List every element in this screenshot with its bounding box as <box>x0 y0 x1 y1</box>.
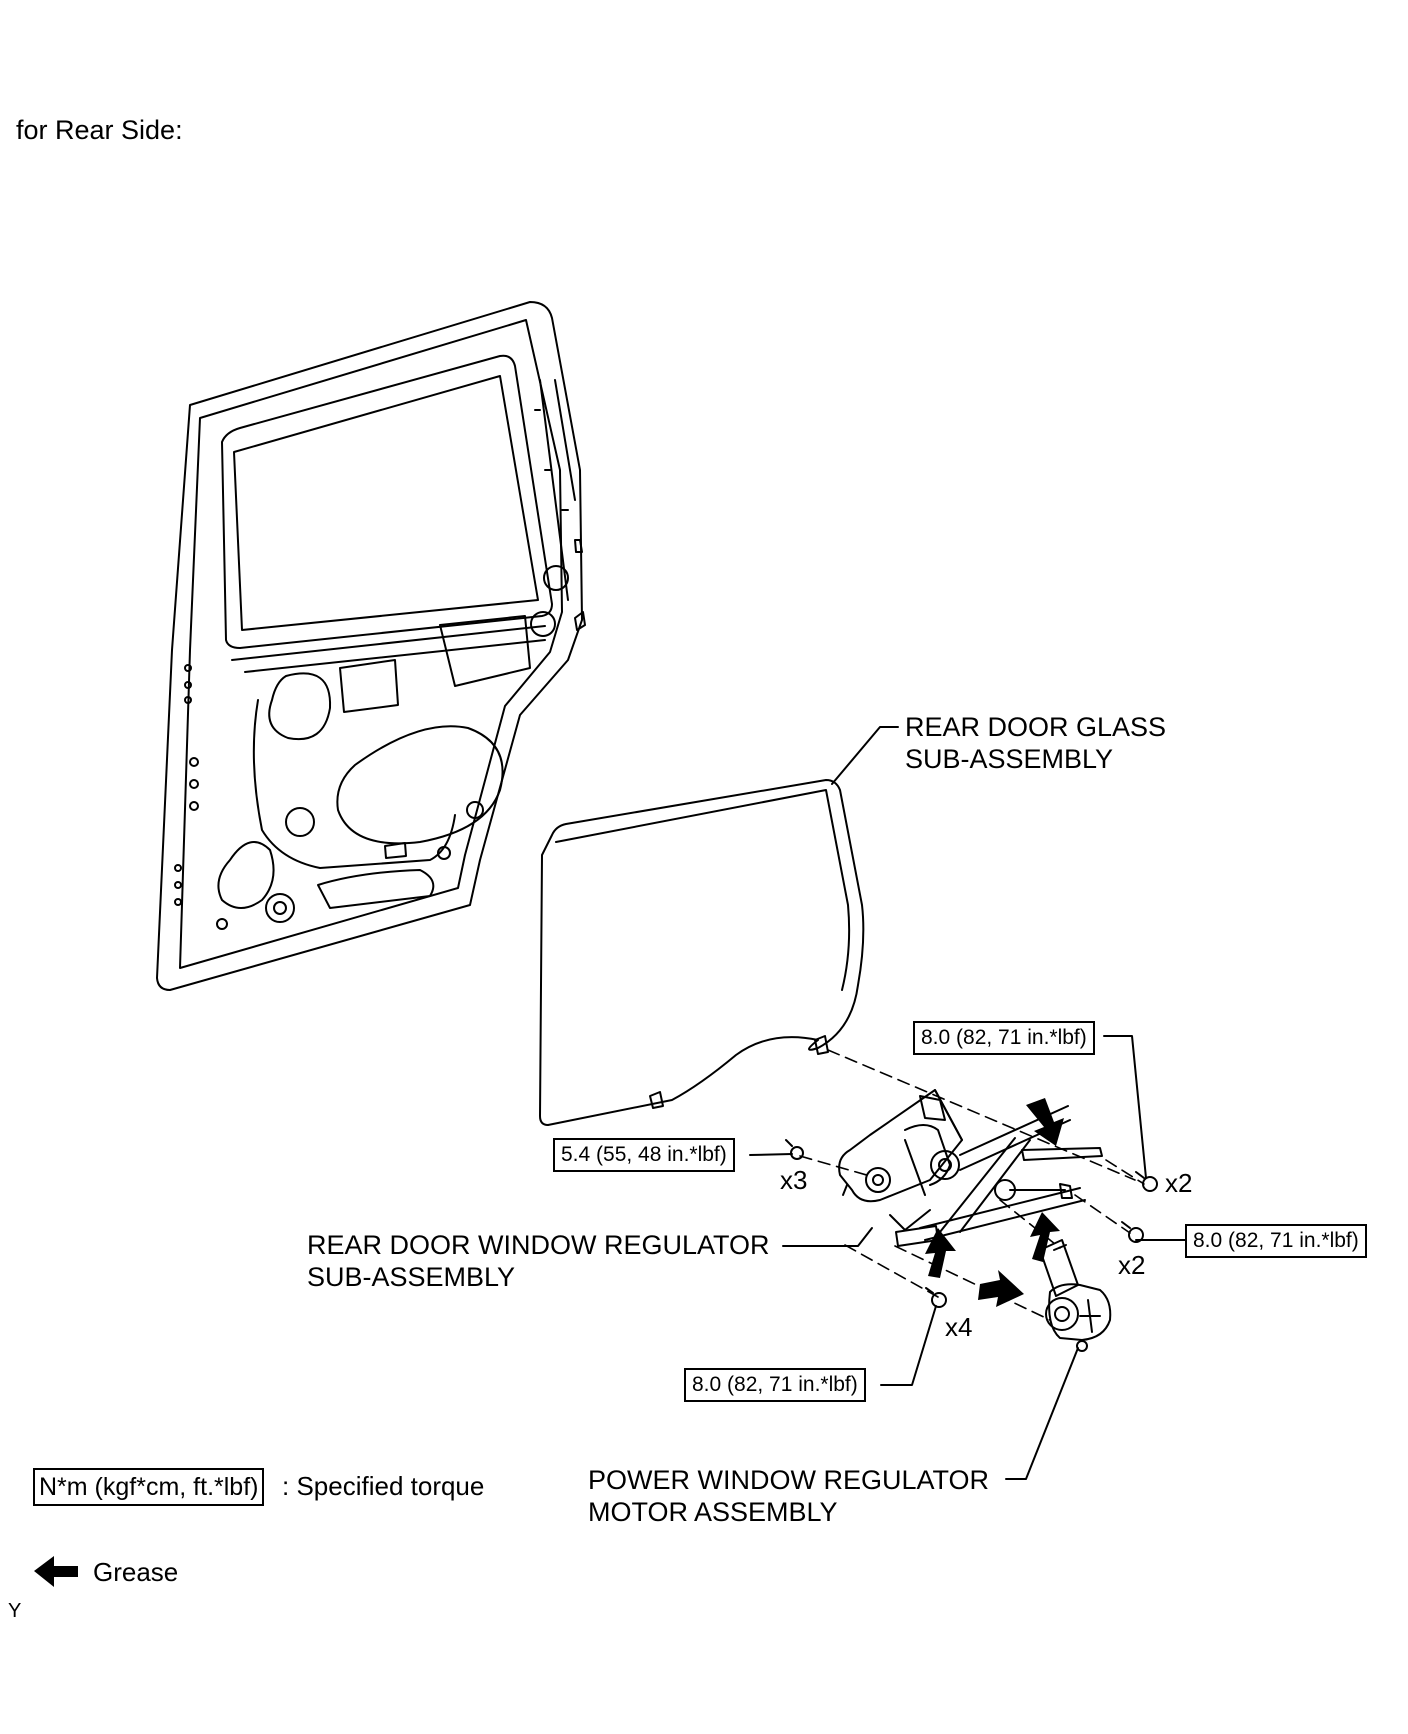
rear-door-glass <box>539 779 865 1126</box>
torque-box-upper-right: 8.0 (82, 71 in.*lbf) <box>913 1021 1095 1055</box>
torque-box-bottom: 8.0 (82, 71 in.*lbf) <box>684 1368 866 1402</box>
grease-legend-arrow <box>34 1556 78 1587</box>
leader-lines <box>749 726 1186 1480</box>
regulator-label-line2: SUB-ASSEMBLY <box>307 1262 516 1292</box>
motor-label-line2: MOTOR ASSEMBLY <box>588 1497 838 1527</box>
legend-torque-box: N*m (kgf*cm, ft.*lbf) <box>33 1468 265 1506</box>
legend-grease-label: Grease <box>93 1557 179 1587</box>
glass-label-line1: REAR DOOR GLASS <box>905 712 1167 742</box>
qty-bottom: x4 <box>945 1312 973 1342</box>
figure-code: Y <box>8 1600 22 1622</box>
grease-arrow <box>978 1270 1024 1307</box>
grease-arrow <box>1030 1212 1060 1262</box>
torque-box-right: 8.0 (82, 71 in.*lbf) <box>1185 1224 1367 1258</box>
qty-left: x3 <box>780 1165 808 1195</box>
qty-right: x2 <box>1118 1250 1146 1280</box>
glass-label-line2: SUB-ASSEMBLY <box>905 744 1114 774</box>
grease-arrow <box>1026 1098 1064 1146</box>
bolts <box>785 1139 1158 1308</box>
qty-upper-right: x2 <box>1165 1168 1193 1198</box>
grease-arrow <box>925 1228 956 1278</box>
rear-door-panel <box>156 301 586 991</box>
torque-box-left: 5.4 (55, 48 in.*lbf) <box>553 1138 735 1172</box>
window-regulator <box>838 1089 1103 1247</box>
grease-arrows <box>34 1098 1064 1587</box>
window-motor <box>1039 1239 1112 1352</box>
regulator-label-line1: REAR DOOR WINDOW REGULATOR <box>307 1230 770 1260</box>
alignment-lines <box>799 1049 1145 1321</box>
page-title: for Rear Side: <box>16 115 183 145</box>
legend-torque-desc: : Specified torque <box>282 1471 485 1501</box>
motor-label-line1: POWER WINDOW REGULATOR <box>588 1465 990 1495</box>
